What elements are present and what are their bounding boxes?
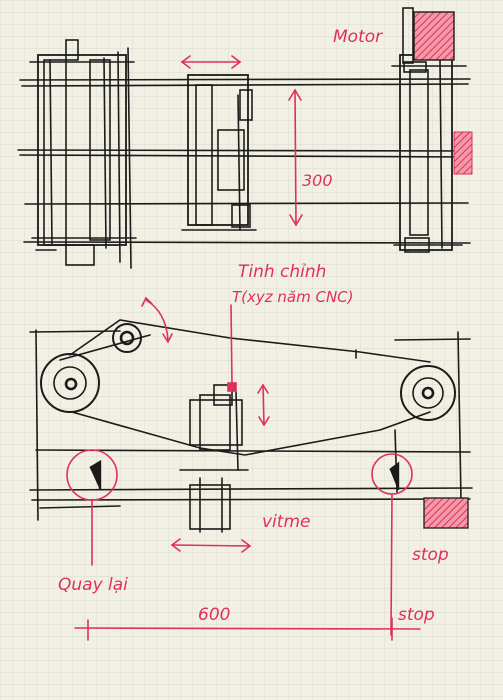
motor-block xyxy=(413,11,455,61)
idler-pulley xyxy=(112,323,142,353)
vitme-label: vitme xyxy=(262,512,310,532)
vertical-adjust-arrow xyxy=(257,383,270,427)
side-annotations xyxy=(66,296,421,641)
left-pulley-top xyxy=(29,39,137,269)
top-view xyxy=(17,7,473,269)
left-sensor-flag xyxy=(89,459,102,490)
top-annotations xyxy=(180,55,303,227)
tinh-chinh-note: T(xyz năm CNC) xyxy=(232,288,354,306)
motor-side-block xyxy=(453,131,473,175)
tinh-chinh-label: Tinh chỉnh xyxy=(238,262,326,282)
tinh-chinh-leader xyxy=(230,304,233,386)
carriage-top xyxy=(181,74,257,231)
dimension-300-label: 300 xyxy=(302,171,333,190)
stop-right-label: stop xyxy=(412,545,449,565)
stop-block xyxy=(423,497,469,529)
left-drive-pulley xyxy=(40,353,100,413)
motor-label: Motor xyxy=(333,27,383,47)
dimension-line-600 xyxy=(74,617,421,641)
carriage-travel-arrow xyxy=(180,55,242,69)
vitme-travel-arrow xyxy=(170,538,252,553)
dimension-arrow-300 xyxy=(288,88,303,227)
stop-bottom-label: stop xyxy=(398,605,435,625)
dimension-600-label: 600 xyxy=(198,605,230,625)
right-sensor-leader xyxy=(390,493,393,636)
right-drive-pulley xyxy=(400,365,456,421)
carriage-side xyxy=(179,384,249,533)
right-sensor-flag xyxy=(389,461,400,490)
tension-arc-arrow xyxy=(141,296,173,344)
quay-lai-label: Quay lại xyxy=(58,575,128,595)
side-view xyxy=(29,319,473,533)
